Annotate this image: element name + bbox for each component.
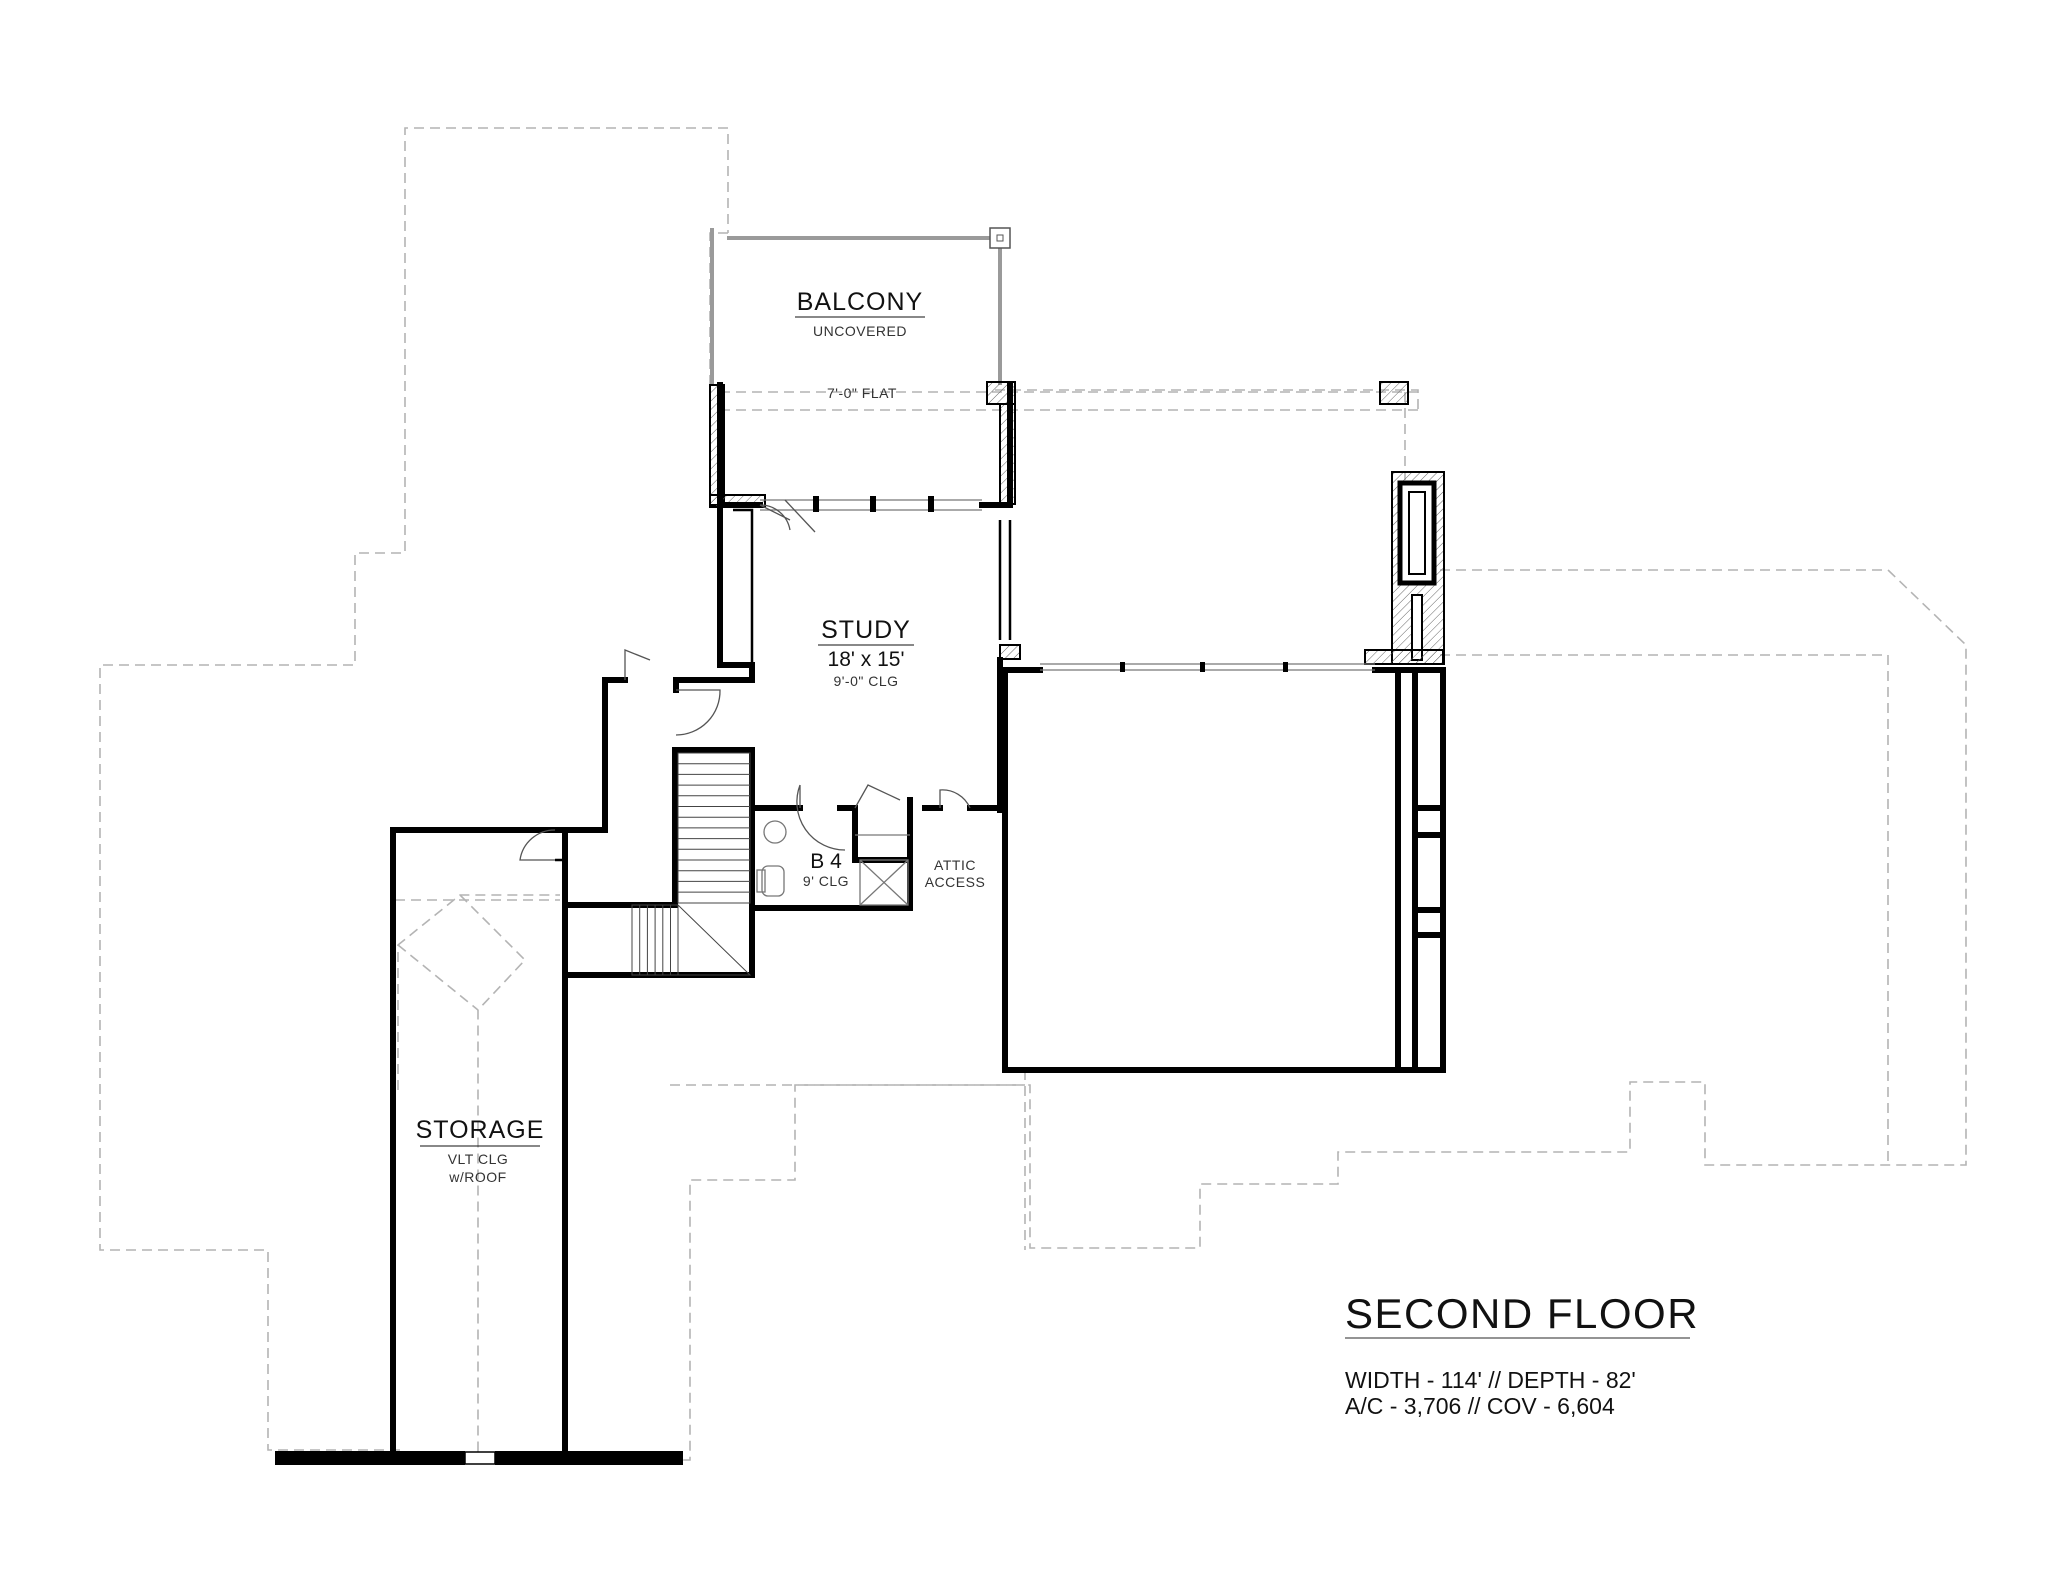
storage-label: STORAGE xyxy=(416,1116,545,1144)
door-swings xyxy=(519,499,971,861)
balcony-label: BALCONY xyxy=(797,288,923,316)
drawing-title: SECOND FLOOR xyxy=(1345,1290,1699,1337)
roof-outline xyxy=(99,127,1967,1461)
title-block: SECOND FLOOR WIDTH - 114' // DEPTH - 82'… xyxy=(1345,1290,1699,1419)
room-labels: BALCONY UNCOVERED 7'-0" FLAT STUDY 18' x… xyxy=(416,288,986,1185)
area-stats: A/C - 3,706 // COV - 6,604 xyxy=(1345,1393,1615,1419)
dimension-stats: WIDTH - 114' // DEPTH - 82' xyxy=(1345,1367,1636,1393)
storage-ceiling: VLT CLG xyxy=(448,1151,509,1167)
attic-label-1: ATTIC xyxy=(934,857,976,873)
core-walls xyxy=(562,677,1008,978)
study-size: 18' x 15' xyxy=(828,648,905,671)
bath-label: B 4 xyxy=(810,850,842,873)
bath-ceiling: 9' CLG xyxy=(803,873,849,889)
staircase xyxy=(631,752,752,976)
storage-roof-lines xyxy=(397,894,560,1460)
study-ceiling: 9'-0" CLG xyxy=(833,673,898,689)
storage-walls xyxy=(275,827,683,1465)
balcony-note: UNCOVERED xyxy=(813,323,907,339)
attic-label-2: ACCESS xyxy=(925,874,986,890)
study-label: STUDY xyxy=(821,616,911,644)
balcony xyxy=(710,227,1418,480)
bonus-room xyxy=(1002,662,1446,1073)
flat-label: 7'-0" FLAT xyxy=(827,385,897,401)
storage-note: w/ROOF xyxy=(448,1169,506,1185)
masonry xyxy=(709,381,1445,665)
study-walls xyxy=(673,382,1013,813)
